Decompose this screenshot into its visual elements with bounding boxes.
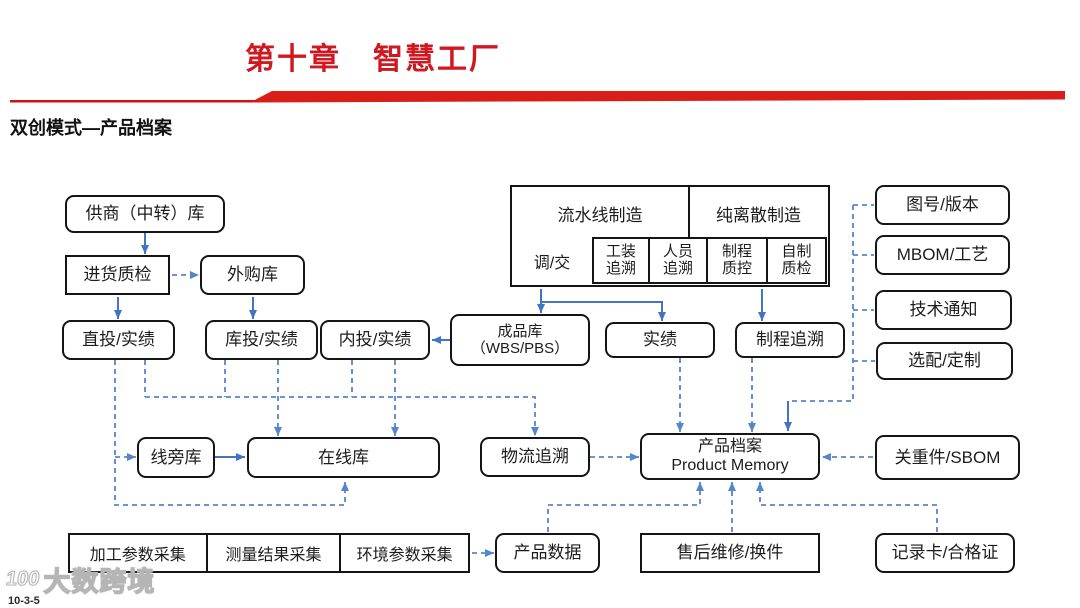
- node-label: 记录卡/合格证: [891, 543, 999, 563]
- cell-label: 自制质检: [781, 243, 812, 277]
- node-critical-parts: 关重件/SBOM: [875, 435, 1020, 480]
- node-label: 选配/定制: [908, 351, 981, 371]
- node-mbom-craft: MBOM/工艺: [875, 235, 1010, 275]
- cell-label: 人员追溯: [662, 243, 693, 277]
- chapter-title: 第十章 智慧工厂: [245, 43, 501, 76]
- cell-label: 流水线制造: [557, 206, 643, 225]
- node-incoming-qc: 进货质检: [65, 255, 170, 295]
- node-label: 产品数据: [513, 543, 582, 563]
- node-product-memory: 产品档案 Product Memory: [640, 433, 820, 480]
- node-label-line1: 成品库: [497, 322, 543, 340]
- node-supplier-hub: 供商（中转）库: [65, 195, 225, 233]
- cell-discrete-mfg: 纯离散制造: [690, 187, 827, 240]
- cell-dispatch-deliver: 调/交: [514, 237, 590, 284]
- node-label: 进货质检: [83, 265, 152, 285]
- cell-measure-result-collect: 测量结果采集: [205, 535, 340, 571]
- cell-label: 加工参数采集: [89, 547, 186, 564]
- edge-mfg-to-actuals: [541, 301, 666, 321]
- node-purchased-store: 外购库: [200, 255, 305, 295]
- node-lineside-store: 线旁库: [137, 437, 215, 478]
- node-label: MBOM/工艺: [896, 245, 989, 265]
- node-label: 物流追溯: [501, 447, 569, 467]
- watermark: 100 大数跨境 10-3-5: [4, 560, 156, 607]
- node-tech-notice: 技术通知: [875, 290, 1012, 330]
- node-drawing-version: 图号/版本: [875, 185, 1010, 225]
- watermark-logo: 100: [4, 568, 41, 591]
- watermark-row: 100 大数跨境: [4, 560, 156, 599]
- cell-label: 测量结果采集: [225, 547, 322, 564]
- edge-record-card-to-product-memory: [756, 482, 938, 532]
- cell-label: 调/交: [533, 254, 571, 272]
- node-label-line2: （WBS/PBS）: [470, 340, 570, 357]
- node-finished-store: 成品库 （WBS/PBS）: [450, 314, 590, 366]
- edge-collector-to-logistics-trace: [145, 396, 539, 436]
- cell-label: 制程质控: [721, 243, 752, 277]
- node-label: 技术通知: [909, 300, 978, 320]
- node-product-data: 产品数据: [495, 533, 600, 573]
- node-label: 外购库: [227, 265, 278, 285]
- node-label: 直投/实绩: [82, 330, 155, 350]
- cell-env-param-collect: 环境参数采集: [339, 535, 468, 571]
- cell-self-made-qc: 自制质检: [766, 237, 827, 284]
- edge-direct-issue-to-online-bottom: [114, 360, 349, 506]
- node-label: 供商（中转）库: [85, 204, 205, 224]
- cell-flowline-mfg: 流水线制造: [512, 187, 690, 240]
- node-label: 线旁库: [150, 447, 202, 467]
- cell-label: 环境参数采集: [356, 547, 453, 564]
- collection-table: 加工参数采集 测量结果采集 环境参数采集: [68, 533, 470, 573]
- node-store-issue: 库投/实绩: [205, 320, 318, 360]
- node-label: 图号/版本: [906, 195, 979, 215]
- manufacturing-table: 流水线制造 纯离散制造 调/交 工装追溯 人员追溯 制程质控 自制质检: [510, 185, 830, 287]
- node-direct-issue: 直投/实绩: [62, 320, 175, 360]
- node-internal-issue: 内投/实绩: [320, 320, 430, 360]
- node-label: 实绩: [643, 330, 677, 350]
- cell-tooling-trace: 工装追溯: [592, 237, 650, 284]
- cell-process-param-collect: 加工参数采集: [70, 535, 206, 571]
- title-underline-thin: [10, 100, 258, 103]
- node-label: 售后维修/换件: [676, 543, 784, 563]
- edge-right-column-spine: [789, 205, 854, 402]
- edge-product-data-to-product-memory: [547, 482, 704, 532]
- cell-personnel-trace: 人员追溯: [648, 237, 708, 284]
- node-online-store: 在线库: [247, 437, 440, 478]
- node-process-trace: 制程追溯: [735, 322, 845, 358]
- node-actuals: 实绩: [605, 322, 715, 358]
- node-label: 库投/实绩: [225, 330, 298, 350]
- cell-process-qc: 制程质控: [706, 237, 768, 284]
- node-label: 关重件/SBOM: [894, 447, 1001, 467]
- node-label: 内投/实绩: [338, 330, 412, 350]
- node-logistics-trace: 物流追溯: [480, 437, 590, 477]
- node-label: 在线库: [318, 447, 369, 467]
- node-record-card: 记录卡/合格证: [875, 533, 1015, 573]
- page-number: 10-3-5: [8, 595, 40, 607]
- page-subtitle: 双创模式—产品档案: [10, 118, 172, 138]
- node-option-custom: 选配/定制: [876, 342, 1013, 380]
- cell-label: 纯离散制造: [716, 206, 801, 225]
- node-label-line1: 产品档案: [697, 438, 762, 456]
- node-after-sales: 售后维修/换件: [640, 533, 820, 573]
- title-underline-swoosh: [250, 91, 1065, 103]
- watermark-brand: 大数跨境: [43, 566, 156, 597]
- cell-label: 工装追溯: [605, 243, 636, 277]
- node-label-line2: Product Memory: [671, 456, 789, 474]
- node-label: 制程追溯: [756, 330, 824, 350]
